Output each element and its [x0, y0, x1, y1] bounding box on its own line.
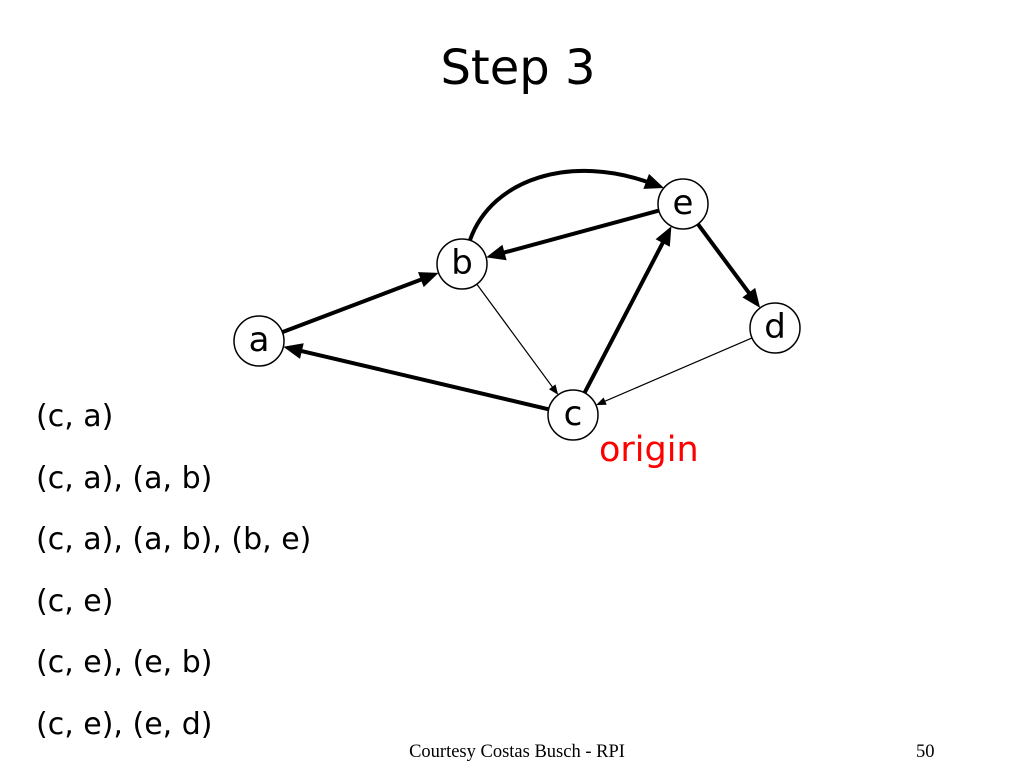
path-item: (c, a), (a, b)	[36, 460, 213, 496]
path-list: (c, a) (c, a), (a, b) (c, a), (a, b), (b…	[36, 386, 311, 755]
path-item: (c, a), (a, b), (b, e)	[36, 522, 312, 557]
edge-shaft	[695, 222, 755, 300]
node-b: b	[436, 238, 488, 290]
footer-credit: Courtesy Costas Busch - RPI	[409, 742, 625, 762]
node-d-circle	[749, 302, 801, 354]
origin-label: origin	[599, 430, 699, 470]
arrowhead	[742, 287, 761, 308]
graph-edges	[280, 169, 761, 412]
arrowhead	[549, 384, 559, 395]
path-item: (c, e), (e, d)	[36, 706, 213, 742]
edge-e-to-d	[695, 222, 761, 308]
graph-nodes: a b c d e	[233, 178, 801, 441]
node-b-label: b	[451, 243, 473, 283]
slide-title: Step 3	[440, 40, 596, 96]
node-a: a	[233, 315, 285, 367]
node-d-label: d	[764, 307, 786, 347]
arrowhead	[486, 244, 507, 261]
path-item: (c, e), (e, b)	[36, 645, 213, 680]
edge-shaft	[582, 235, 668, 395]
node-d: d	[749, 302, 801, 354]
node-e-circle	[657, 178, 709, 230]
edge-shaft	[476, 283, 555, 390]
path-item: (c, a)	[36, 399, 114, 434]
edge-d-to-c	[596, 337, 753, 406]
page-number: 50	[916, 742, 935, 762]
node-c: c	[547, 389, 599, 441]
node-e: e	[657, 178, 709, 230]
edge-c-to-e	[582, 226, 672, 395]
node-c-label: c	[564, 394, 583, 434]
arrowhead	[283, 343, 304, 359]
edge-shaft	[601, 337, 753, 403]
node-a-circle	[233, 315, 285, 367]
edge-e-to-b	[486, 208, 661, 261]
edge-shaft	[294, 347, 551, 412]
path-item: (c, e)	[36, 583, 114, 619]
node-b-circle	[436, 238, 488, 290]
edge-c-to-a	[283, 343, 551, 412]
edge-b-to-e	[468, 169, 664, 242]
edge-shaft	[468, 169, 654, 242]
node-a-label: a	[249, 320, 270, 360]
arrowhead	[596, 397, 607, 406]
edge-shaft	[280, 275, 429, 335]
arrowhead	[418, 272, 439, 288]
node-e-label: e	[673, 183, 694, 223]
arrowhead	[643, 173, 664, 189]
node-c-circle	[547, 389, 599, 441]
arrowhead	[655, 226, 672, 247]
edge-shaft	[496, 208, 661, 256]
edge-a-to-b	[280, 272, 439, 335]
edge-b-to-c	[476, 283, 559, 395]
